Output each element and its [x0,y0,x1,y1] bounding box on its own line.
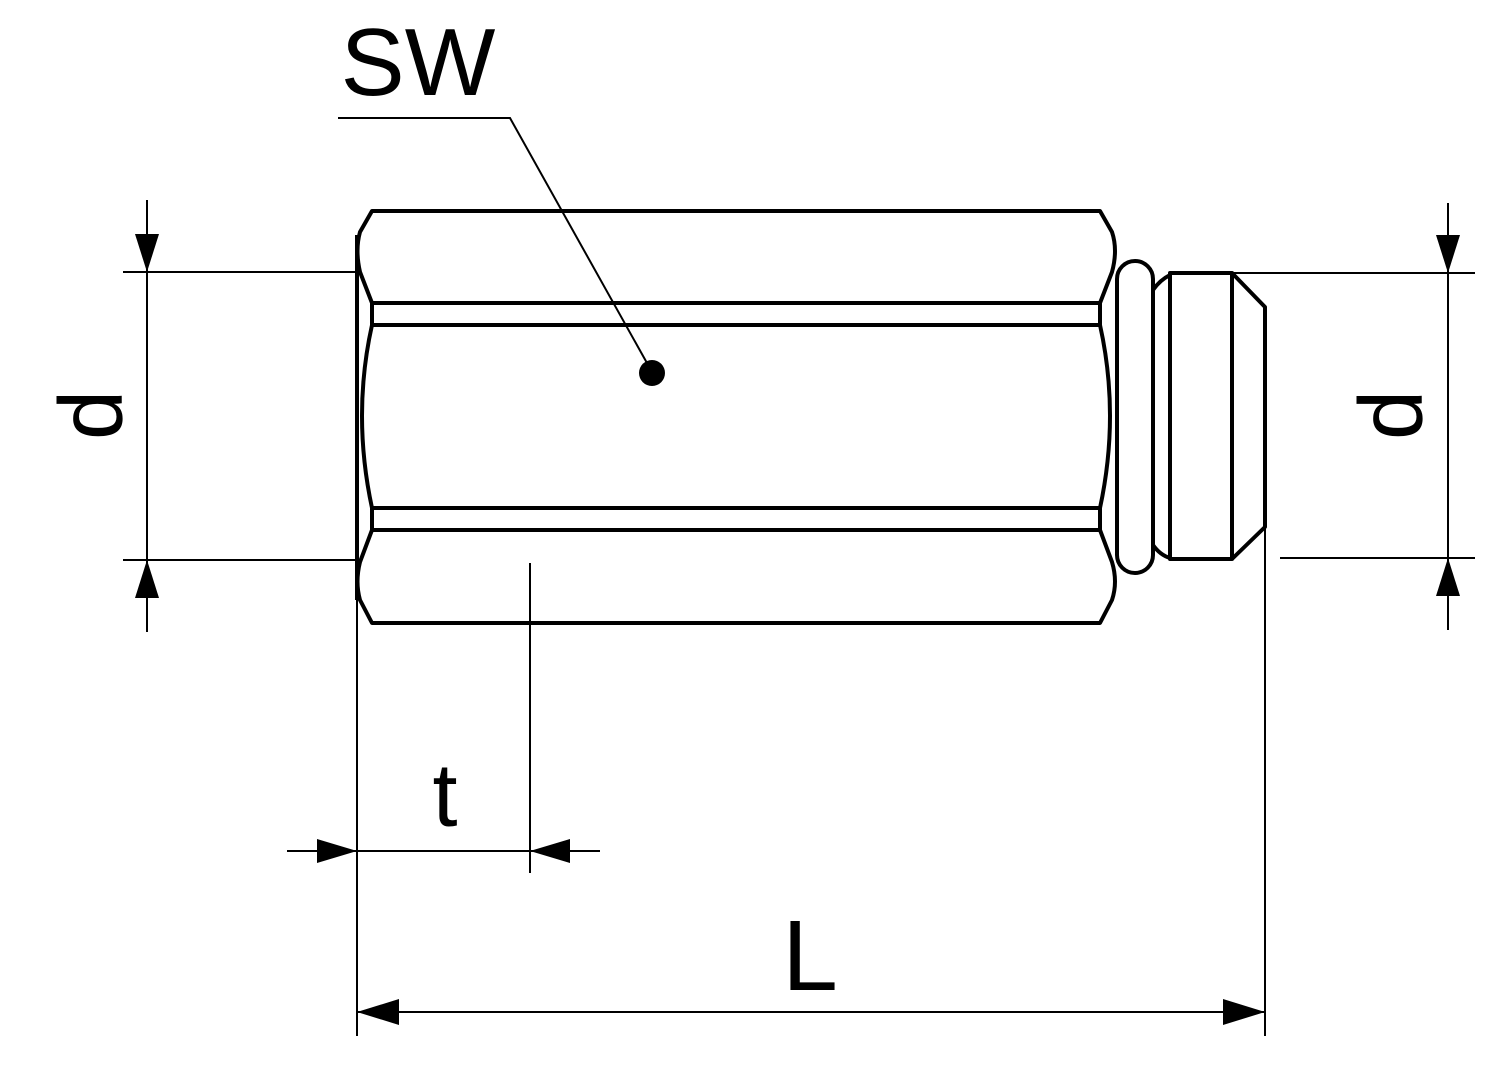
label-d-left: d [42,390,142,440]
label-t: t [432,746,457,846]
arrow-icon [317,839,357,863]
collar [1115,259,1171,575]
leader-dot-icon [639,360,665,386]
arrow-icon [1223,999,1265,1025]
arrow-icon [135,234,159,272]
hex-body [355,209,1117,625]
arrow-icon [530,839,570,863]
label-d-right: d [1342,390,1442,440]
arrow-icon [1436,558,1460,596]
dimension-t: t [287,563,600,873]
leader-SW: SW [338,9,665,386]
dimension-d-left: d [42,200,357,632]
spigot [1168,271,1267,561]
arrow-icon [1436,235,1460,273]
dimension-d-right: d [1232,203,1475,630]
arrow-icon [357,999,399,1025]
label-L: L [782,900,838,1012]
arrow-icon [135,560,159,598]
dimension-L: L [356,527,1266,1036]
label-SW: SW [341,9,496,116]
